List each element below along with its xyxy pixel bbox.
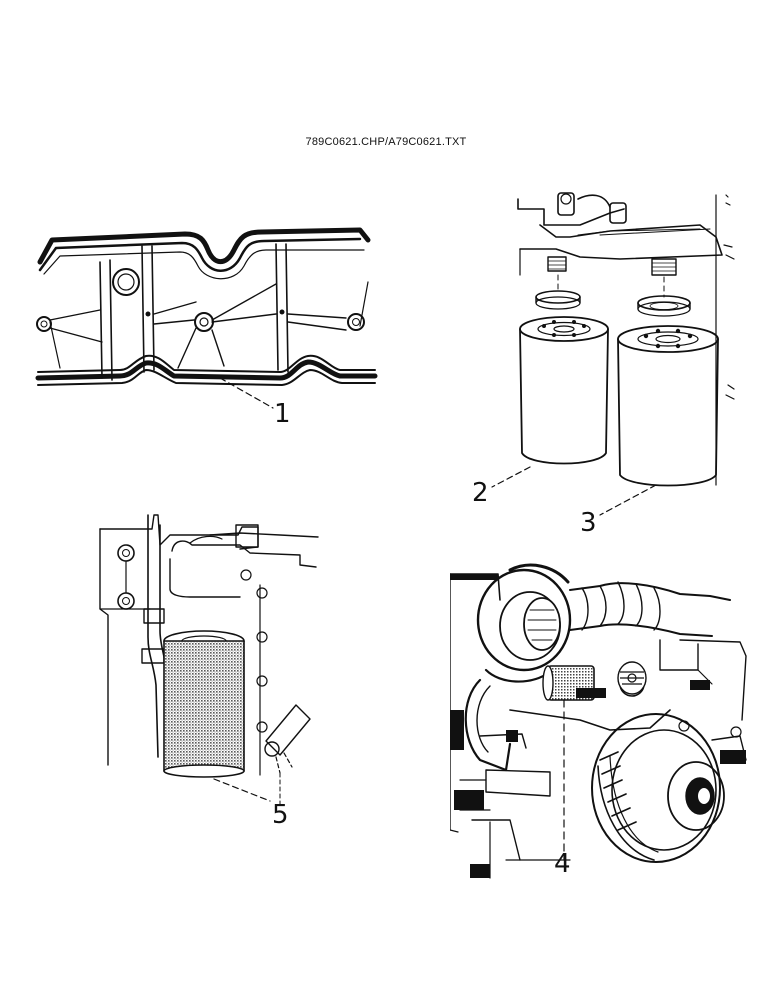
oil-filter-illustration: 5 — [99, 514, 319, 830]
fuel-filters-illustration: 2 3 — [472, 192, 735, 535]
callout-4: 4 — [554, 849, 571, 879]
callout-3: 3 — [580, 508, 597, 535]
callout-1: 1 — [274, 399, 291, 429]
document-filename: 789C0621.CHP/A79C0621.TXT — [305, 136, 467, 148]
callout-5: 5 — [272, 800, 289, 830]
engine-bay-illustration: 4 — [450, 563, 747, 879]
gasket-illustration: 1 — [35, 227, 378, 429]
callout-2: 2 — [472, 478, 489, 508]
